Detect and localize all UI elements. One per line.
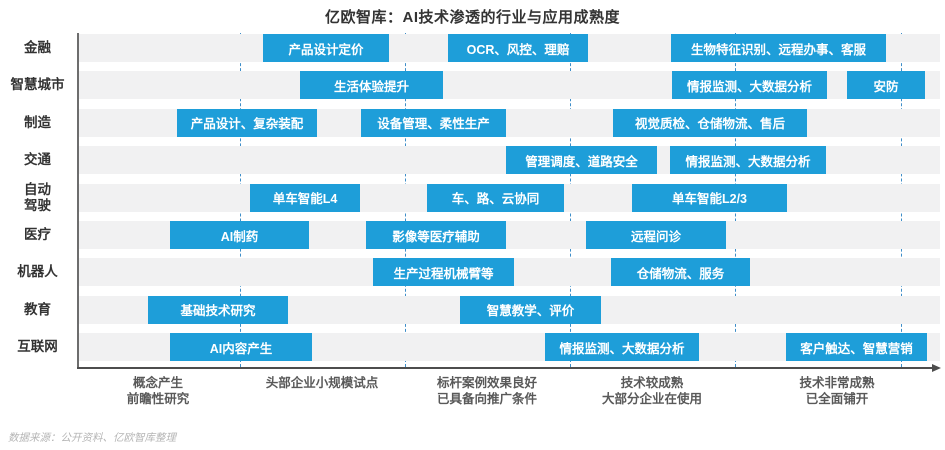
chart-box: 车、路、云协同	[427, 183, 564, 212]
chart-box: 设备管理、柔性生产	[361, 108, 506, 137]
label-line: 大部分企业在使用	[601, 392, 702, 406]
label-line: 自动	[24, 181, 51, 197]
row-label-8: 互联网	[4, 329, 71, 365]
chart-box: 情报监测、大数据分析	[545, 333, 699, 362]
x-axis-arrow-icon	[932, 364, 941, 372]
row-label-7: 教育	[4, 292, 71, 328]
chart-box: OCR、风控、理赔	[448, 34, 588, 62]
chart-box: 管理调度、道路安全	[506, 146, 657, 175]
row-label-4: 自动驾驶	[4, 180, 71, 216]
label-line: 互联网	[17, 339, 58, 355]
y-axis-line	[77, 33, 79, 367]
chart-box: 单车智能L4	[250, 183, 360, 212]
row-label-5: 医疗	[4, 217, 71, 253]
chart-box: 客户触达、智慧营销	[786, 333, 927, 362]
label-line: 交通	[24, 152, 51, 168]
chart-title: 亿欧智库：AI技术渗透的行业与应用成熟度	[324, 9, 620, 26]
row-label-2: 制造	[4, 105, 71, 141]
stage-label-4: 技术非常成熟已全面铺开	[752, 375, 922, 407]
label-line: 智慧城市	[10, 77, 65, 93]
label-line: 医疗	[24, 227, 51, 242]
chart-box: AI制药	[170, 221, 309, 249]
x-axis-line	[77, 367, 933, 369]
chart-box: 仓储物流、服务	[611, 258, 750, 287]
label-line: 机器人	[17, 264, 58, 280]
row-label-0: 金融	[4, 30, 71, 66]
label-line: 前瞻性研究	[126, 392, 190, 406]
stage-label-1: 头部企业小规模试点	[237, 375, 407, 391]
label-line: 标杆案例效果良好	[436, 376, 537, 390]
row-label-3: 交通	[4, 142, 71, 178]
chart-box: 生活体验提升	[300, 71, 443, 100]
stage-label-0: 概念产生前瞻性研究	[73, 375, 243, 407]
data-source-note: 数据来源：公开资料、亿欧智库整理	[8, 432, 176, 444]
label-line: 驾驶	[24, 197, 51, 213]
label-line: 概念产生	[132, 376, 183, 390]
chart-box: 智慧教学、评价	[460, 295, 601, 324]
chart-box: 视觉质检、仓储物流、售后	[613, 108, 807, 137]
chart-box: 产品设计、复杂装配	[177, 108, 317, 137]
label-line: 制造	[24, 114, 51, 130]
label-line: 头部企业小规模试点	[265, 376, 379, 390]
stage-label-2: 标杆案例效果良好已具备向推广条件	[402, 375, 572, 407]
label-line: 已全面铺开	[805, 392, 869, 406]
chart-box: 生产过程机械臂等	[373, 258, 514, 287]
chart-box: 生物特征识别、远程办事、客服	[671, 34, 886, 62]
chart-box: AI内容产生	[170, 333, 312, 362]
chart-box: 单车智能L2/3	[632, 183, 787, 212]
chart-box: 情报监测、大数据分析	[670, 146, 826, 175]
label-line: 教育	[24, 301, 51, 317]
chart-box: 产品设计定价	[263, 34, 389, 62]
row-label-6: 机器人	[4, 254, 71, 290]
chart-box: 影像等医疗辅助	[366, 221, 506, 249]
chart-box: 安防	[847, 71, 925, 100]
chart-box: 基础技术研究	[148, 295, 288, 324]
chart-box: 情报监测、大数据分析	[672, 71, 827, 100]
stage-label-3: 技术较成熟大部分企业在使用	[567, 375, 737, 407]
label-line: 已具备向推广条件	[436, 392, 537, 406]
chart-box: 远程问诊	[586, 221, 726, 249]
label-line: 技术较成熟	[620, 376, 684, 390]
label-line: 技术非常成熟	[799, 376, 875, 390]
row-label-1: 智慧城市	[4, 67, 71, 103]
label-line: 金融	[24, 40, 51, 55]
